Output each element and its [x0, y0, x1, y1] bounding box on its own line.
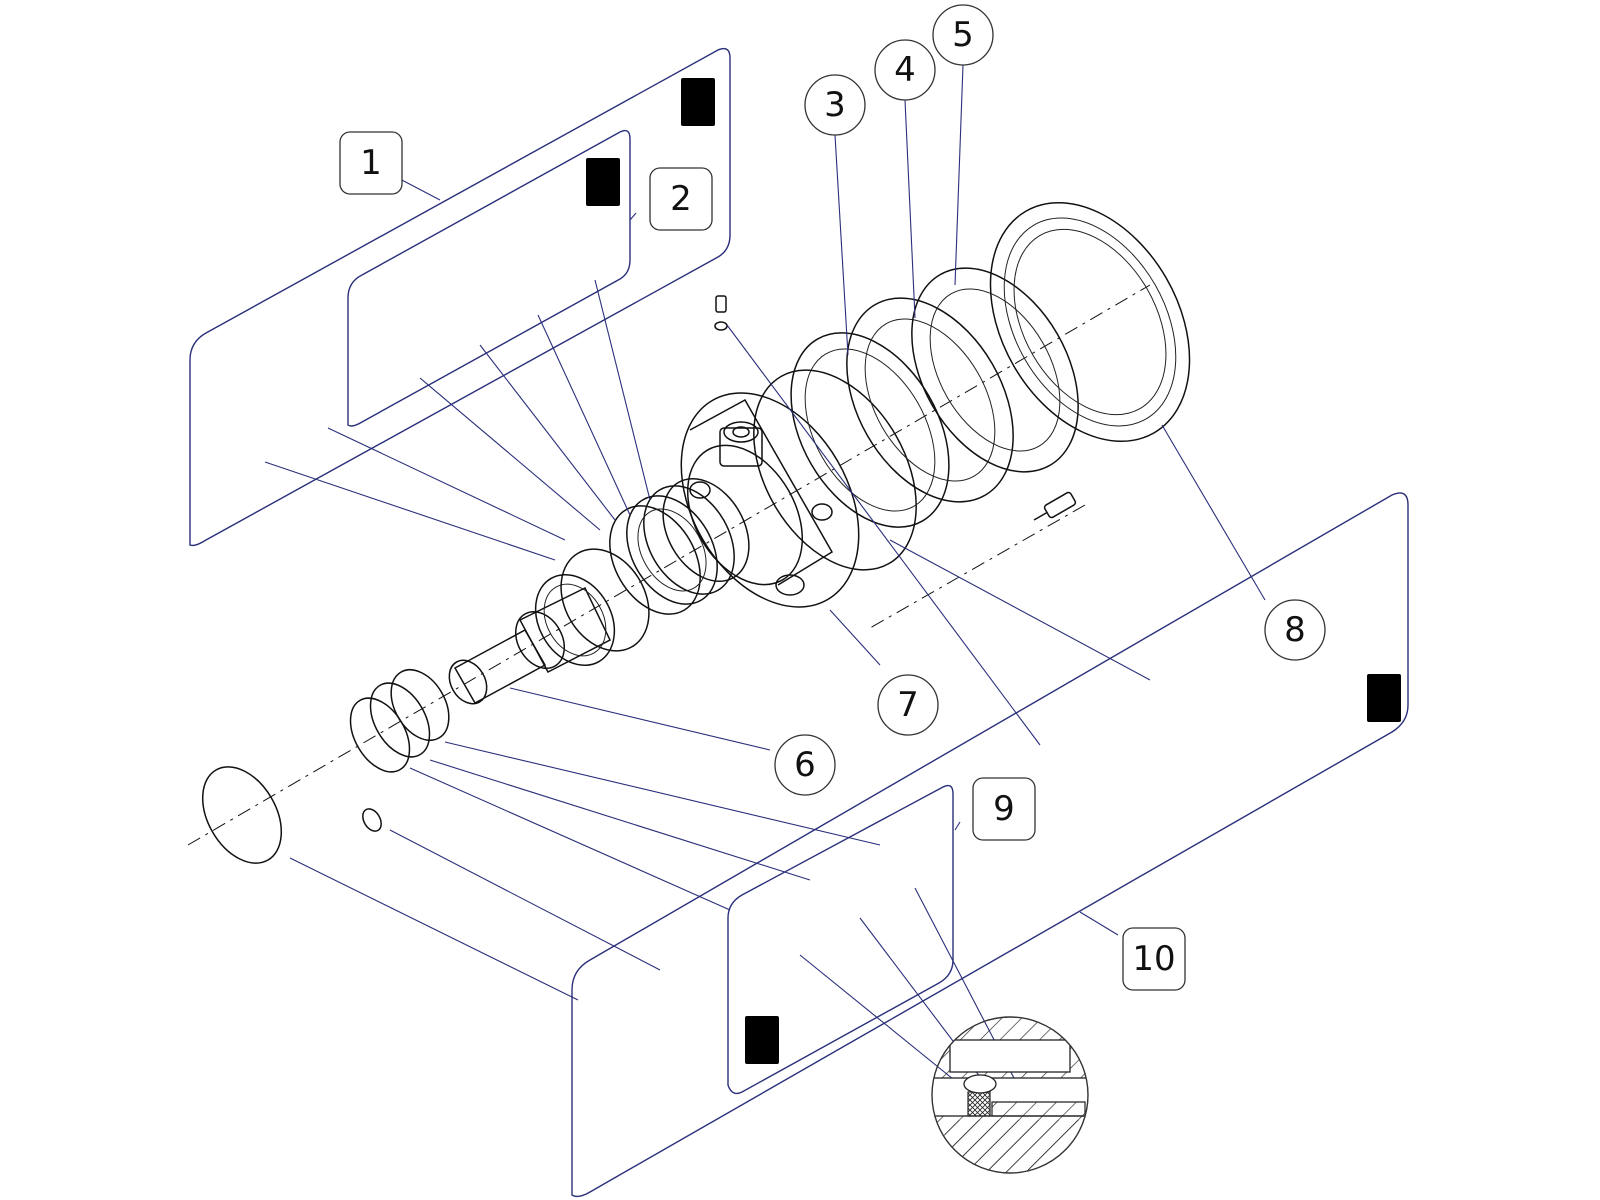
- callout-3: 3: [804, 74, 866, 136]
- kit-frame-1: [189, 47, 731, 547]
- housing: [680, 392, 860, 608]
- callout-1: 1: [339, 131, 403, 195]
- leader-lines: [264, 64, 1266, 1106]
- callout-6: 6: [774, 734, 836, 796]
- callout-2: 2: [649, 167, 713, 231]
- ring-5-outer: [911, 267, 1079, 473]
- seal-section-detail: [931, 1016, 1089, 1174]
- ring-3-inner: [804, 348, 936, 512]
- kit-frame-10: [571, 492, 1409, 1198]
- svg-text:5: 5: [952, 15, 974, 55]
- svg-text:4: 4: [894, 50, 916, 90]
- callout-7: 7: [877, 674, 939, 736]
- o-ring-small: [362, 808, 382, 832]
- seal-kit-icon: [681, 78, 715, 126]
- ring-3-outer: [790, 332, 950, 528]
- bolt-axis: [869, 504, 1086, 629]
- svg-text:9: 9: [993, 789, 1015, 829]
- cap-screw: [1033, 491, 1077, 521]
- center-axis: [187, 284, 1151, 846]
- shaft: [448, 548, 650, 705]
- callout-5: 5: [932, 4, 994, 66]
- vent-screw: [714, 295, 728, 331]
- ring-o-large: [753, 369, 917, 571]
- ring-4-outer: [846, 297, 1014, 503]
- seal-kit-icon: [1367, 674, 1401, 722]
- ring-front-c: [349, 697, 411, 773]
- kit-frame-9: [727, 784, 954, 1095]
- callout-9: 9: [972, 777, 1036, 841]
- svg-text:1: 1: [360, 143, 382, 183]
- svg-text:6: 6: [794, 745, 816, 785]
- ring-4-inner: [864, 318, 996, 482]
- callout-4: 4: [874, 39, 936, 101]
- o-ring-large: [201, 766, 283, 864]
- svg-text:3: 3: [824, 85, 846, 125]
- svg-text:2: 2: [670, 179, 692, 219]
- spline-hub: [609, 477, 750, 615]
- svg-text:7: 7: [897, 685, 919, 725]
- callout-10: 10: [1122, 927, 1186, 991]
- cover-flange: [989, 201, 1191, 443]
- svg-text:8: 8: [1284, 610, 1306, 650]
- seal-kit-icon: [745, 1016, 779, 1064]
- callout-8: 8: [1264, 599, 1326, 661]
- ring-5-inner: [929, 288, 1061, 452]
- svg-text:10: 10: [1132, 939, 1175, 979]
- seal-kit-icon: [586, 158, 620, 206]
- ring-front-b: [369, 682, 431, 758]
- kit-frame-2: [347, 129, 631, 427]
